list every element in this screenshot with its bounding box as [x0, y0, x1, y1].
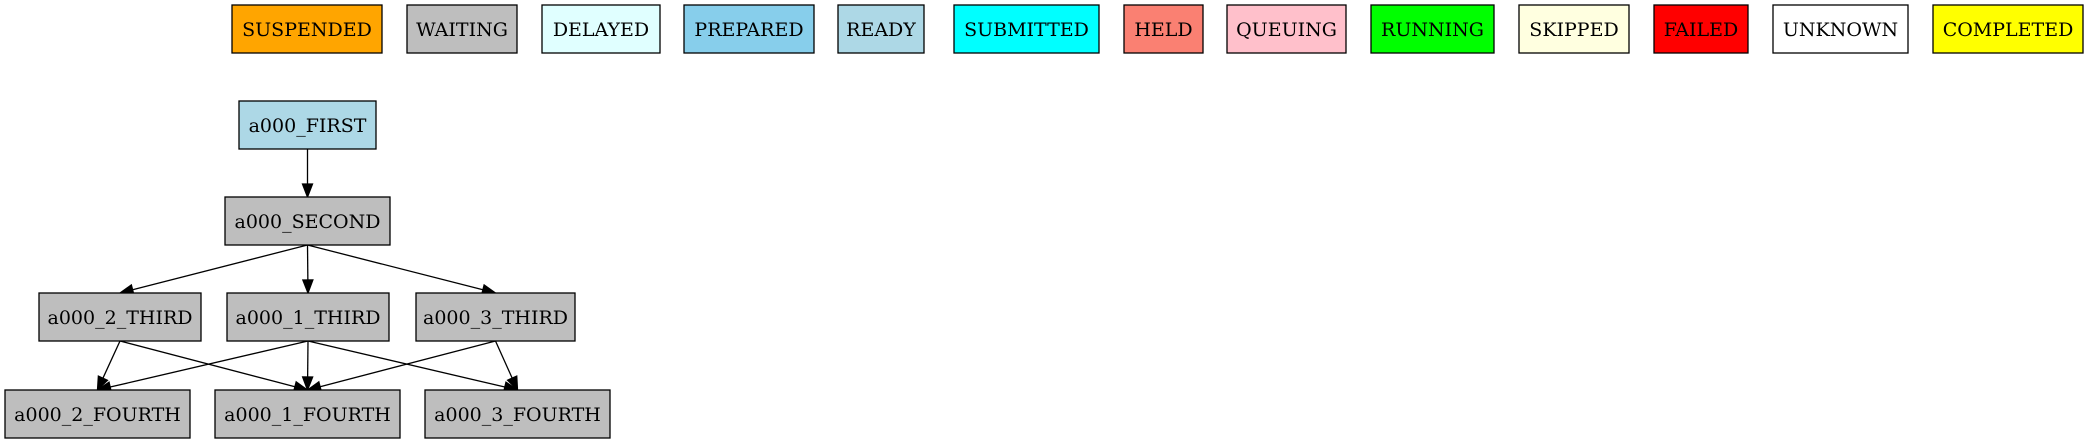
legend-swatch-ready [837, 4, 925, 54]
legend-swatch-running [1370, 4, 1495, 54]
task-node-box[interactable] [4, 389, 191, 439]
legend-swatch-completed [1932, 4, 2084, 54]
edge-third3-to-fourth3 [494, 340, 519, 392]
edge-first-to-second [301, 149, 314, 199]
legend-label-waiting: WAITING [416, 19, 508, 41]
task-node-box[interactable] [224, 196, 391, 246]
legend-label-skipped: SKIPPED [1529, 19, 1618, 41]
task-node-box[interactable] [214, 389, 401, 439]
arrow-head-icon [301, 376, 314, 392]
task-node-box[interactable] [415, 292, 576, 342]
edge-third1-to-fourth2 [95, 340, 309, 393]
edge-second-to-third1 [301, 244, 314, 295]
legend-item-completed: COMPLETED [1932, 4, 2084, 54]
edge-second-to-third3 [307, 244, 498, 296]
edge-third1-to-fourth1 [301, 340, 314, 392]
task-node-second[interactable]: a000_SECOND [224, 196, 391, 246]
legend-swatch-waiting [406, 4, 518, 54]
edge-line [110, 340, 309, 388]
legend-item-queuing: QUEUING [1226, 4, 1347, 54]
task-node-label: a000_SECOND [235, 211, 381, 233]
legend-item-waiting: WAITING [406, 4, 518, 54]
edge-third3-to-fourth1 [305, 340, 496, 393]
legend-swatch-failed [1653, 4, 1749, 54]
task-node-first[interactable]: a000_FIRST [238, 100, 377, 150]
edge-line [319, 340, 496, 388]
legend-item-submitted: SUBMITTED [953, 4, 1100, 54]
legend-swatch-queuing [1226, 4, 1347, 54]
legend-label-completed: COMPLETED [1943, 19, 2074, 41]
legend-item-ready: READY [837, 4, 925, 54]
legend-swatch-unknown [1772, 4, 1909, 54]
task-node-label: a000_3_THIRD [423, 307, 568, 329]
dependency-edges [95, 149, 520, 393]
arrow-head-icon [506, 375, 519, 392]
task-node-label: a000_2_FOURTH [14, 404, 181, 426]
task-node-box[interactable] [424, 389, 611, 439]
task-node-label: a000_3_FOURTH [434, 404, 601, 426]
status-legend: SUSPENDED WAITING DELAYED PREPARED READY SUBM… [231, 4, 2084, 54]
edge-line [307, 244, 484, 291]
legend-label-unknown: UNKNOWN [1783, 19, 1898, 41]
legend-item-prepared: PREPARED [683, 4, 815, 54]
legend-swatch-delayed [541, 4, 661, 54]
legend-label-queuing: QUEUING [1236, 19, 1337, 41]
legend-swatch-skipped [1518, 4, 1630, 54]
legend-swatch-submitted [953, 4, 1100, 54]
edge-line [102, 340, 121, 379]
legend-label-delayed: DELAYED [553, 19, 649, 41]
legend-label-prepared: PREPARED [694, 19, 803, 41]
task-node-box[interactable] [38, 292, 202, 342]
edge-third2-to-fourth2 [96, 340, 121, 392]
task-node-fourth2[interactable]: a000_2_FOURTH [4, 389, 191, 439]
legend-item-running: RUNNING [1370, 4, 1495, 54]
legend-label-held: HELD [1134, 19, 1192, 41]
legend-item-delayed: DELAYED [541, 4, 661, 54]
task-node-label: a000_FIRST [249, 115, 367, 137]
arrow-head-icon [301, 183, 314, 199]
legend-label-running: RUNNING [1381, 19, 1484, 41]
legend-item-suspended: SUSPENDED [231, 4, 383, 54]
task-node-label: a000_1_THIRD [236, 307, 381, 329]
legend-swatch-suspended [231, 4, 383, 54]
edge-third1-to-fourth3 [307, 340, 520, 393]
legend-label-submitted: SUBMITTED [964, 19, 1089, 41]
task-nodes: a000_FIRST a000_SECOND a000_2_THIRD a000_1_… [4, 100, 611, 439]
legend-swatch-held [1123, 4, 1204, 54]
task-node-fourth3[interactable]: a000_3_FOURTH [424, 389, 611, 439]
legend-item-unknown: UNKNOWN [1772, 4, 1909, 54]
task-node-third1[interactable]: a000_1_THIRD [226, 292, 390, 342]
legend-item-held: HELD [1123, 4, 1204, 54]
task-node-label: a000_1_FOURTH [224, 404, 391, 426]
edge-line [132, 244, 308, 291]
legend-item-failed: FAILED [1653, 4, 1749, 54]
legend-label-failed: FAILED [1664, 19, 1738, 41]
legend-swatch-prepared [683, 4, 815, 54]
task-node-third3[interactable]: a000_3_THIRD [415, 292, 576, 342]
task-node-third2[interactable]: a000_2_THIRD [38, 292, 202, 342]
task-node-fourth1[interactable]: a000_1_FOURTH [214, 389, 401, 439]
task-node-label: a000_2_THIRD [48, 307, 193, 329]
legend-item-skipped: SKIPPED [1518, 4, 1630, 54]
arrow-head-icon [301, 279, 314, 295]
arrow-head-icon [96, 375, 109, 392]
edge-third2-to-fourth1 [119, 340, 310, 393]
legend-label-ready: READY [846, 19, 916, 41]
edge-second-to-third2 [118, 244, 308, 296]
task-node-box[interactable] [238, 100, 377, 150]
edge-line [494, 340, 513, 379]
legend-label-suspended: SUSPENDED [242, 19, 372, 41]
task-node-box[interactable] [226, 292, 390, 342]
